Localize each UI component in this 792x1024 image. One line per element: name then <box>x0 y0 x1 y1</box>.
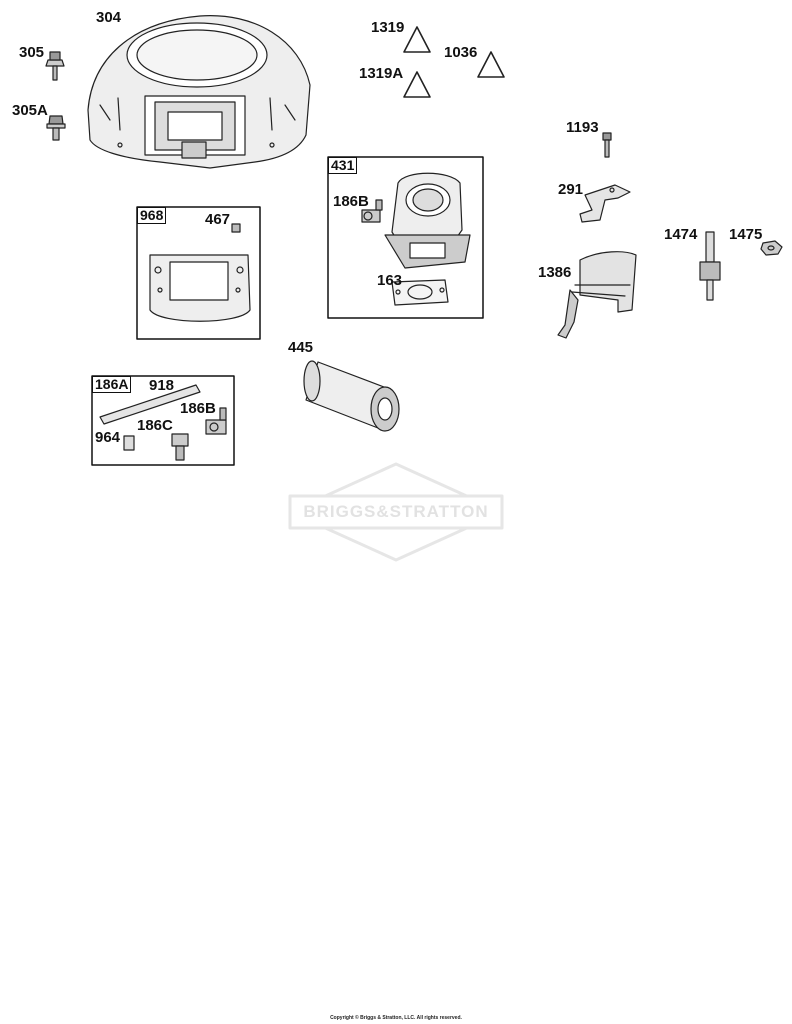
kit-label-186a: 186A <box>92 376 132 393</box>
part-label-1193: 1193 <box>566 119 599 136</box>
bracket-291 <box>579 184 631 223</box>
watermark-text: BRIGGS&STRATTON <box>303 502 489 521</box>
part-label-1475: 1475 <box>729 226 763 243</box>
part-label-964: 964 <box>95 429 121 446</box>
stud-1474 <box>699 231 721 301</box>
filter-element-445 <box>303 360 400 432</box>
kit-box-431 <box>327 156 484 319</box>
part-label-467: 467 <box>205 211 231 228</box>
part-label-305a: 305A <box>12 102 48 119</box>
part-label-163: 163 <box>377 272 403 289</box>
part-label-445: 445 <box>288 339 314 356</box>
blower-housing-304 <box>87 15 311 169</box>
warning-icon-1319a <box>403 71 431 98</box>
kit-label-431: 431 <box>328 157 358 174</box>
part-label-304: 304 <box>96 9 122 26</box>
part-label-1319a: 1319A <box>359 65 404 82</box>
air-guide-1386 <box>557 251 637 339</box>
part-label-186c: 186C <box>137 417 173 434</box>
part-label-291: 291 <box>558 181 584 198</box>
screw-305 <box>45 51 65 81</box>
part-label-1319: 1319 <box>371 19 405 36</box>
kit-label-968: 968 <box>137 207 167 224</box>
part-label-1474: 1474 <box>664 226 698 243</box>
warning-icon-1036 <box>477 51 505 78</box>
part-label-186b-bottom: 186B <box>180 400 216 417</box>
copyright-text: Copyright © Briggs & Stratton, LLC. All … <box>330 1015 462 1021</box>
part-label-918: 918 <box>149 377 175 394</box>
part-label-1386: 1386 <box>538 264 572 281</box>
warning-icon-1319 <box>403 26 431 53</box>
part-label-186b-top: 186B <box>333 193 369 210</box>
bolt-1193 <box>602 132 612 158</box>
kit-box-968 <box>136 206 261 340</box>
part-label-305: 305 <box>19 44 45 61</box>
screw-305a <box>46 115 66 141</box>
nut-1475 <box>760 240 783 256</box>
kit-box-186a <box>91 375 235 466</box>
part-label-1036: 1036 <box>444 44 478 61</box>
brand-watermark <box>288 462 504 562</box>
